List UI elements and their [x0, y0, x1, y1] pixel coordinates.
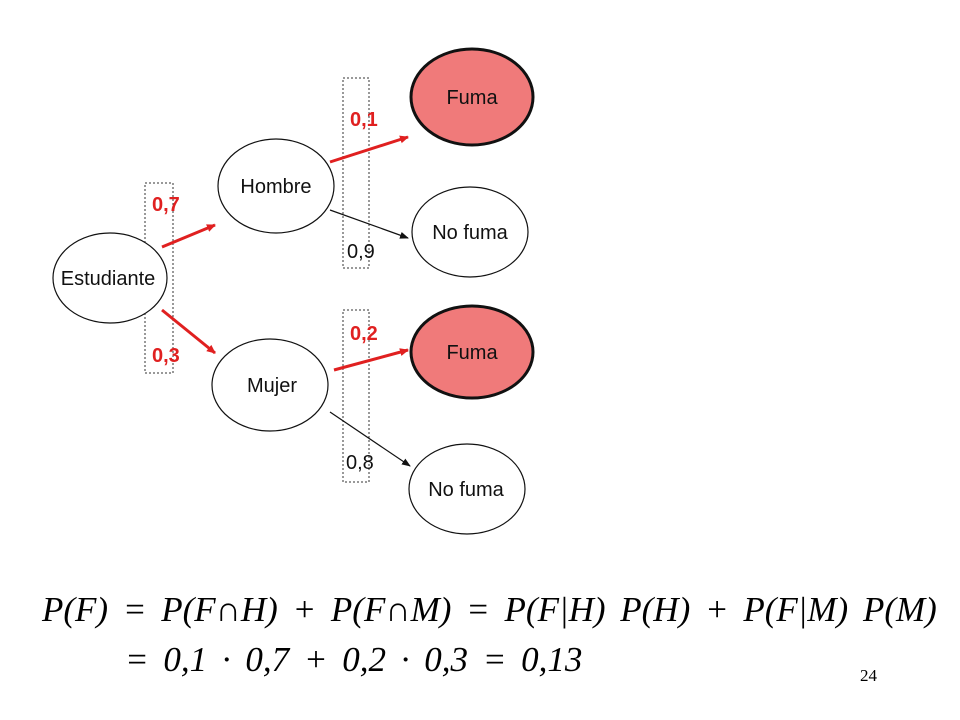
node-mujer-fuma [409, 304, 535, 400]
node-mujer-no-fuma [408, 443, 526, 535]
probability-box-male [342, 77, 370, 269]
node-estudiante-label: Estudiante [61, 268, 156, 290]
prob-mujer-no-fuma: 0,8 [346, 452, 374, 474]
node-hombre-label: Hombre [240, 176, 311, 198]
node-mujer-no-fuma-label: No fuma [428, 479, 504, 501]
total-probability-result: = 0,1 · 0,7 + 0,2 · 0,3 = 0,13 [125, 640, 583, 679]
node-mujer [211, 338, 329, 432]
slide-number: 24 [860, 666, 877, 685]
node-mujer-label: Mujer [247, 375, 297, 397]
prob-hombre: 0,7 [152, 194, 180, 216]
prob-hombre-no-fuma: 0,9 [347, 241, 375, 263]
probability-box-female [342, 309, 370, 483]
branch-arrow-mujer-fuma [333, 348, 409, 372]
prob-mujer-fuma: 0,2 [350, 323, 378, 345]
node-mujer-fuma-label: Fuma [446, 342, 498, 364]
branch-arrow-hombre-fuma [329, 135, 409, 164]
branch-arrow-to-hombre [161, 223, 216, 249]
node-estudiante [52, 232, 168, 324]
node-hombre-no-fuma-label: No fuma [432, 222, 508, 244]
prob-hombre-fuma: 0,1 [350, 109, 378, 131]
branch-arrow-mujer-no-fuma [329, 411, 411, 467]
node-hombre-fuma [409, 47, 535, 147]
node-hombre-no-fuma [411, 186, 529, 278]
branch-arrow-to-mujer [161, 308, 216, 355]
branch-arrow-hombre-no-fuma [329, 209, 409, 239]
prob-mujer: 0,3 [152, 345, 180, 367]
total-probability-formula: P(F) = P(F∩H) + P(F∩M) = P(F|H) P(H) + P… [42, 590, 937, 629]
node-hombre-fuma-label: Fuma [446, 87, 498, 109]
node-hombre [217, 138, 335, 234]
